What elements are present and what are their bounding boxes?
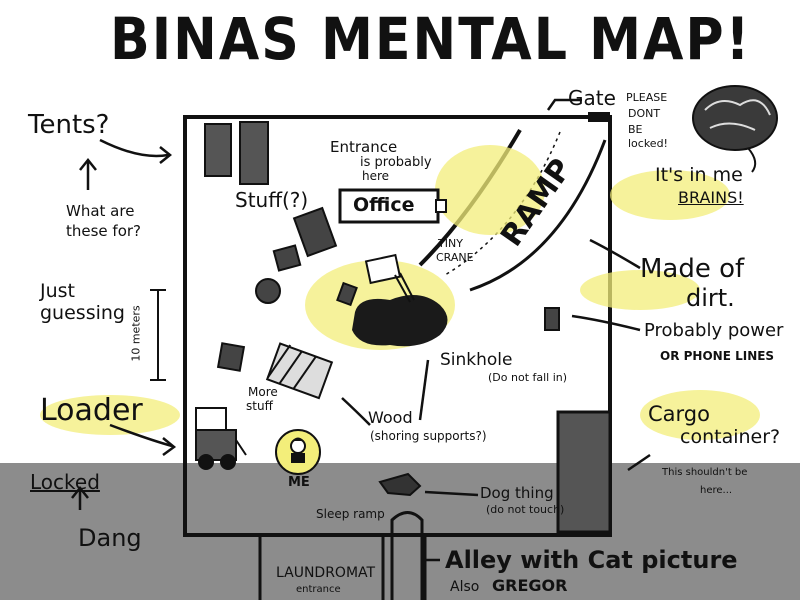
label-tiny: TINY	[438, 237, 463, 250]
gate	[588, 112, 610, 122]
label-laundromat: LAUNDROMAT	[276, 565, 376, 581]
label-shouldnt-be: This shouldn't be	[662, 467, 748, 478]
label-alley: Alley with Cat picture	[445, 546, 738, 574]
label-phone-lines: OR PHONE LINES	[660, 349, 775, 363]
label-wood: Wood	[368, 408, 413, 427]
stuff-crates	[216, 206, 560, 372]
label-dang: Dang	[78, 524, 142, 552]
tents	[204, 121, 269, 185]
label-dont: DONT	[628, 107, 661, 120]
tiny-crane	[364, 253, 415, 303]
brain-sketch	[692, 85, 778, 173]
label-tents: Tents?	[28, 110, 110, 140]
label-crane: CRANE	[436, 251, 474, 264]
alley-walls	[258, 511, 427, 600]
label-locked: Locked	[30, 470, 100, 494]
label-brains: BRAINS!	[678, 188, 744, 207]
loader-vehicle	[195, 407, 247, 470]
label-more: More	[248, 385, 278, 399]
label-gate: Gate	[568, 86, 616, 110]
label-entrance-3: here	[362, 169, 390, 183]
label-its-in-me: It's in me	[655, 164, 743, 186]
label-stuff-2: stuff	[246, 399, 273, 413]
label-loader: Loader	[40, 393, 143, 428]
label-just: Just	[40, 280, 75, 302]
label-what-are-these-2: these for?	[66, 222, 142, 240]
label-office: Office	[353, 194, 415, 216]
label-laundromat-entrance: entrance	[296, 584, 341, 595]
annotation-arrows	[71, 98, 651, 562]
label-me: ME	[288, 475, 310, 490]
label-dirt: dirt.	[686, 284, 735, 312]
dog-thing	[378, 472, 422, 497]
label-sinkhole: Sinkhole	[440, 350, 513, 370]
me-marker	[275, 429, 321, 475]
label-be: BE	[628, 123, 643, 136]
label-do-not-touch: (do not touch)	[486, 503, 565, 516]
label-shoring-supports: (shoring supports?)	[370, 429, 487, 443]
scale-bar	[150, 289, 166, 381]
label-guessing: guessing	[40, 302, 125, 324]
label-also: Also	[450, 579, 480, 595]
label-here: here...	[700, 485, 733, 496]
cargo-container	[556, 410, 612, 534]
label-entrance-1: Entrance	[330, 138, 398, 156]
label-container: container?	[680, 426, 781, 448]
label-please: PLEASE	[626, 91, 668, 104]
label-locked-excl: locked!	[628, 137, 668, 150]
label-made-of: Made of	[640, 254, 745, 284]
label-entrance-2: is probably	[360, 155, 432, 170]
wood-bundle	[265, 342, 334, 400]
label-ten-meters: 10 meters	[129, 305, 143, 362]
label-dog-thing: Dog thing	[480, 484, 554, 502]
label-what-are-these-1: What are	[66, 202, 135, 220]
label-cargo: Cargo	[648, 402, 710, 426]
sinkhole	[352, 295, 448, 347]
label-sleep-ramp: Sleep ramp	[316, 507, 385, 521]
map-title: BINAS MENTAL MAP!	[110, 5, 752, 73]
site-boundary	[183, 115, 612, 537]
label-do-not-fall-in: (Do not fall in)	[488, 371, 568, 384]
label-stuff: Stuff(?)	[235, 188, 309, 212]
label-gregor: GREGOR	[492, 576, 568, 595]
label-probably-power: Probably power	[644, 320, 784, 341]
